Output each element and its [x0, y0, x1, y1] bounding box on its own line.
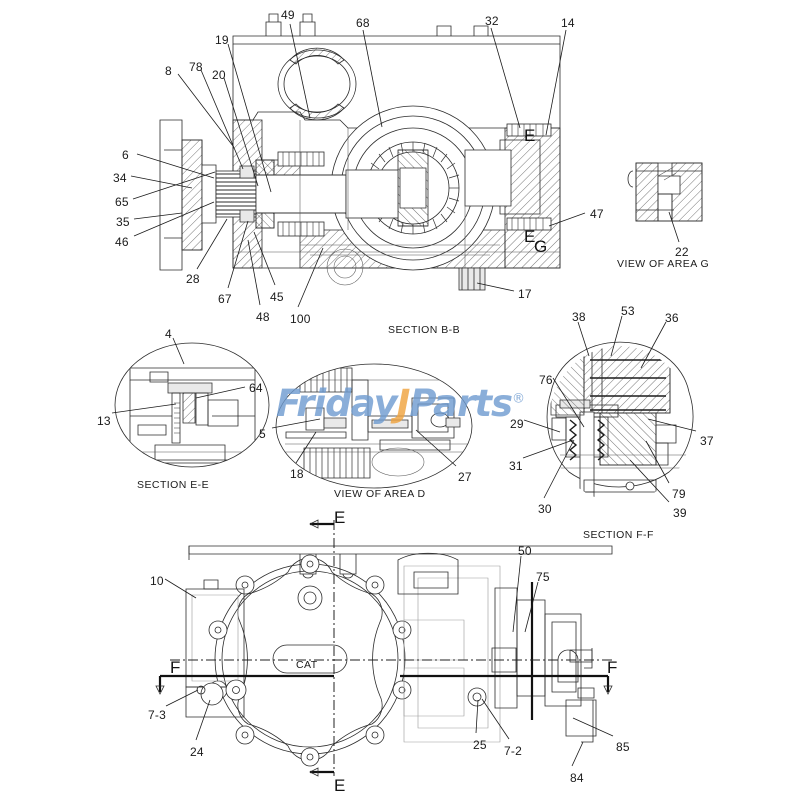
callout-36: 36 [665, 311, 679, 325]
section-marker-f: F [170, 658, 181, 677]
callout-8: 8 [165, 64, 172, 78]
callout-64: 64 [249, 381, 263, 395]
callout-32: 32 [485, 14, 499, 28]
callout-46: 46 [115, 235, 129, 249]
section-marker-e: E [334, 776, 346, 795]
bolt-bosses [208, 554, 412, 767]
callout-5: 5 [259, 427, 266, 441]
callout-17: 17 [518, 287, 532, 301]
callout-20: 20 [212, 68, 226, 82]
section-marker-g: G [534, 237, 548, 256]
callout-29: 29 [510, 417, 524, 431]
callout-35: 35 [116, 215, 130, 229]
callout-50: 50 [518, 544, 532, 558]
callout-30: 30 [538, 502, 552, 516]
section-marker-f: F [607, 658, 618, 677]
callout-100: 100 [290, 312, 311, 326]
callout-18: 18 [290, 467, 304, 481]
view-caption-section-e-e: SECTION E-E [137, 479, 210, 491]
plug-17 [458, 267, 486, 291]
section-marker-e: E [524, 126, 536, 145]
callout-79: 79 [672, 487, 686, 501]
callout-53: 53 [621, 304, 635, 318]
callout-76: 76 [539, 373, 553, 387]
callout-24: 24 [190, 745, 204, 759]
callout-27: 27 [458, 470, 472, 484]
body-text: CAT [296, 659, 318, 671]
view-caption-view-of-area-g: VIEW OF AREA G [617, 258, 710, 270]
callout-28: 28 [186, 272, 200, 286]
callout-13: 13 [97, 414, 111, 428]
callout-84: 84 [570, 771, 584, 785]
view-caption-section-f-f: SECTION F-F [583, 529, 654, 541]
callout-31: 31 [509, 459, 523, 473]
callout-19: 19 [215, 33, 229, 47]
callout-67: 67 [218, 292, 232, 306]
bearing-lower [277, 221, 325, 237]
callout-10: 10 [150, 574, 164, 588]
callout-14: 14 [561, 16, 575, 30]
callout-48: 48 [256, 310, 270, 324]
callout-85: 85 [616, 740, 630, 754]
callout-47: 47 [590, 207, 604, 221]
callout-7-2: 7-2 [504, 744, 522, 758]
section-b-b-geometry [159, 13, 561, 291]
callout-45: 45 [270, 290, 284, 304]
bearing-upper [277, 151, 325, 167]
callout-75: 75 [536, 570, 550, 584]
callout-49: 49 [281, 8, 295, 22]
view-of-area-g-geometry [627, 162, 703, 222]
callout-25: 25 [473, 738, 487, 752]
callout-38: 38 [572, 310, 586, 324]
right-bearing-assembly [464, 123, 552, 231]
callout-leader-lines [111, 23, 697, 767]
view-caption-section-b-b: SECTION B-B [388, 324, 461, 336]
callout-68: 68 [356, 16, 370, 30]
callout-78: 78 [189, 60, 203, 74]
callout-4: 4 [165, 327, 172, 341]
callout-7-3: 7-3 [148, 708, 166, 722]
callout-34: 34 [113, 171, 127, 185]
main-plan-view-geometry [155, 519, 613, 777]
callout-65: 65 [115, 195, 129, 209]
callout-6: 6 [122, 148, 129, 162]
section-marker-e: E [524, 227, 536, 246]
section-marker-e: E [334, 508, 346, 527]
view-caption-view-of-area-d: VIEW OF AREA D [334, 488, 426, 500]
callout-22: 22 [675, 245, 689, 259]
callout-39: 39 [673, 506, 687, 520]
callout-37: 37 [700, 434, 714, 448]
